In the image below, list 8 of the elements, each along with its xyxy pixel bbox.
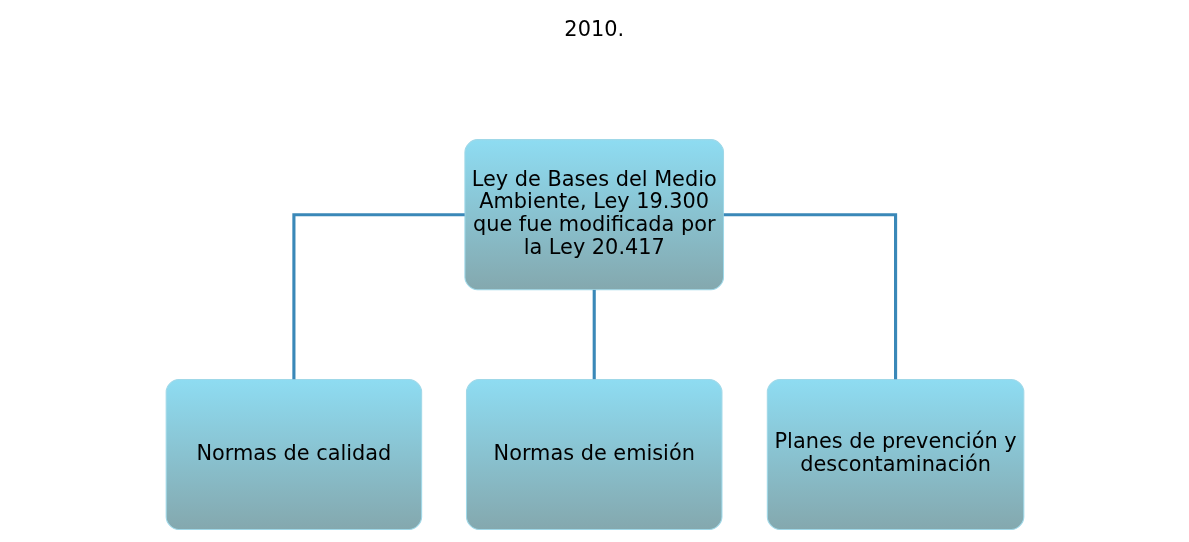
label: 2010. (563, 17, 624, 42)
node-box: Normas de calidad (165, 378, 422, 531)
connector (723, 213, 897, 380)
node-box: Normas de emisión (465, 378, 722, 531)
connector (592, 289, 596, 380)
connector (291, 213, 465, 380)
node-box: Planes de prevención y descontaminación (766, 378, 1024, 531)
node-box: Ley de Bases del Medio Ambiente, Ley 19.300 que fue modificada por la Ley 20.417 (463, 139, 724, 291)
